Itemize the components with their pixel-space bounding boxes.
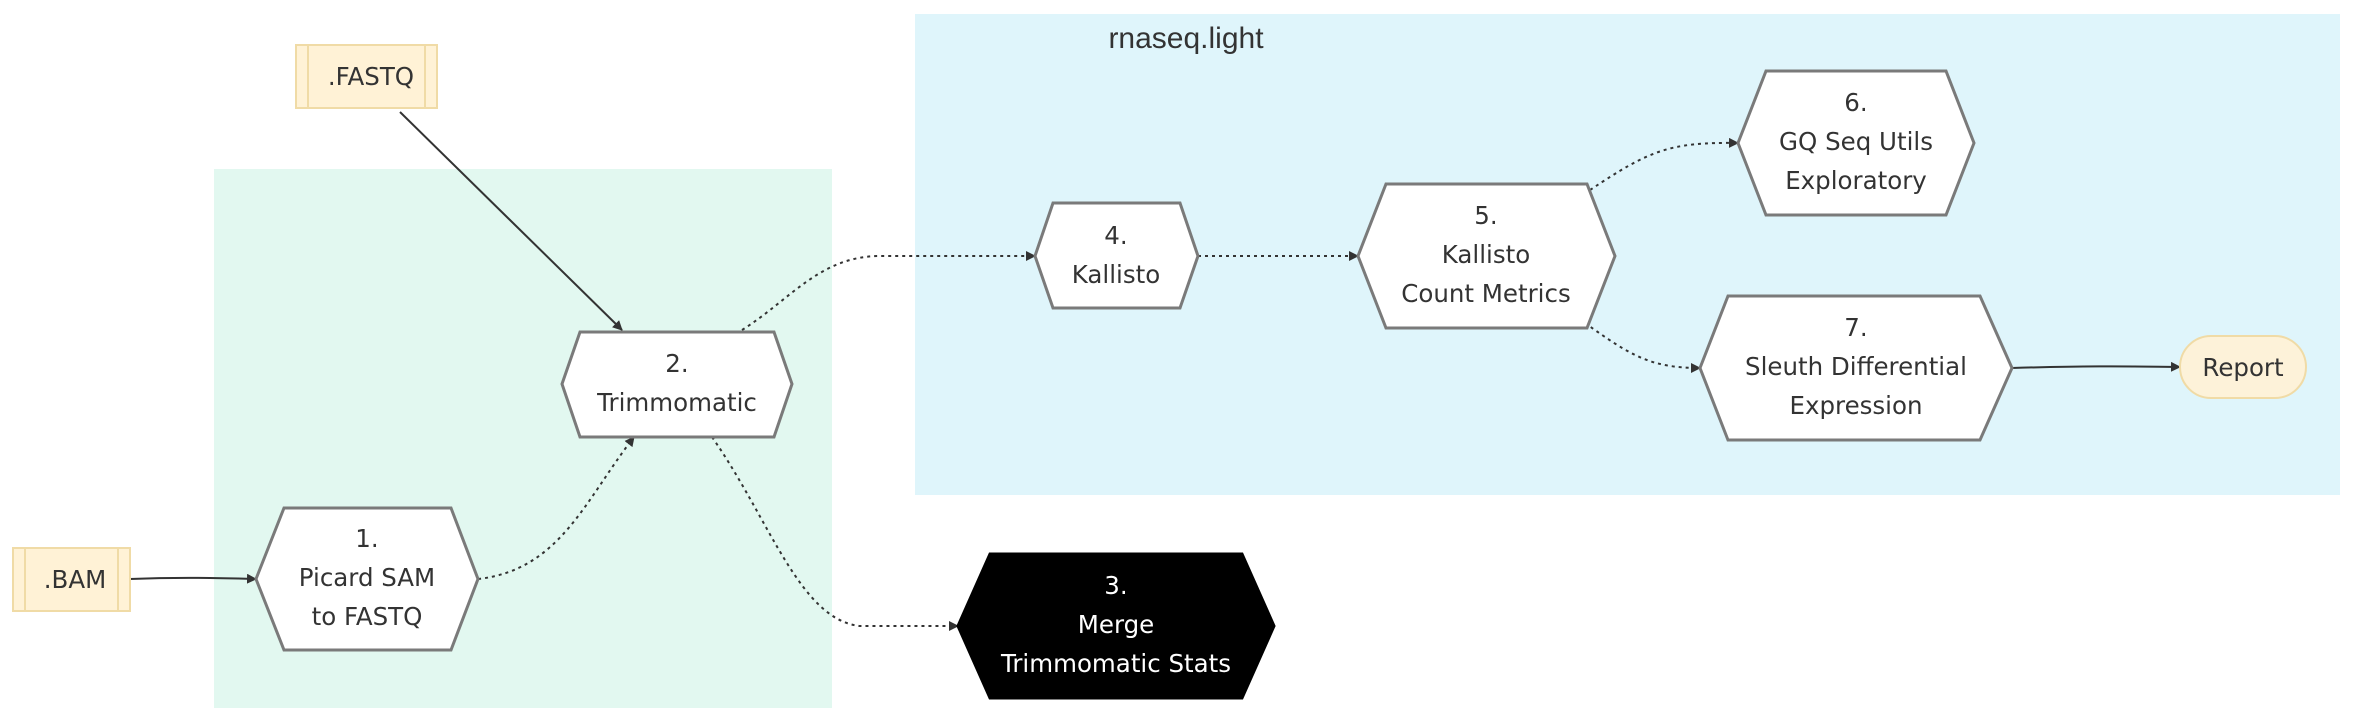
edge-count-metrics-to-sleuth (1584, 322, 1701, 373)
edge-fastq-to-trimmomatic (399, 111, 623, 331)
step-5-number: 5. (1474, 201, 1497, 230)
edge-sleuth-to-report (2011, 361, 2181, 372)
step-6-label-line-2: Exploratory (1785, 166, 1927, 195)
step-2-trimmomatic-node: 2. Trimmomatic (560, 330, 794, 439)
edge-bam-to-picard (129, 573, 257, 584)
step-1-number: 1. (355, 524, 378, 553)
step-6-gq-seq-utils-node: 6. GQ Seq Utils Exploratory (1736, 69, 1976, 217)
edge-count-metrics-to-gq-seq-utils (1589, 137, 1739, 191)
step-4-label: Kallisto (1072, 260, 1160, 289)
step-1-picard-node: 1. Picard SAM to FASTQ (254, 506, 480, 652)
fastq-input-node: .FASTQ (295, 44, 438, 109)
step-5-kallisto-count-metrics-node: 5. Kallisto Count Metrics (1356, 182, 1617, 330)
step-7-label-line-2: Expression (1790, 391, 1923, 420)
report-label: Report (2202, 353, 2284, 382)
step-2-label: Trimmomatic (596, 388, 757, 417)
step-7-label-line-1: Sleuth Differential (1745, 352, 1967, 381)
bam-input-node: .BAM (12, 547, 131, 612)
bam-input-label: .BAM (44, 565, 107, 594)
edge-trimmomatic-to-merge (711, 436, 959, 631)
step-3-label-line-2: Trimmomatic Stats (1000, 649, 1231, 678)
step-6-label-line-1: GQ Seq Utils (1779, 127, 1933, 156)
edge-trimmomatic-to-kallisto (741, 251, 1036, 331)
cluster-rnaseq-light-title: rnaseq.light (1108, 22, 1264, 55)
fastq-input-label: .FASTQ (328, 62, 414, 91)
step-6-number: 6. (1844, 88, 1867, 117)
step-4-kallisto-node: 4. Kallisto (1033, 201, 1200, 310)
step-2-number: 2. (665, 349, 688, 378)
step-4-number: 4. (1104, 221, 1127, 250)
step-1-label-line-1: Picard SAM (299, 563, 435, 592)
step-3-number: 3. (1104, 571, 1127, 600)
step-5-label-line-2: Count Metrics (1401, 279, 1570, 308)
step-3-merge-stats-node[interactable]: 3. Merge Trimmomatic Stats (956, 552, 1276, 700)
edge-picard-to-trimmomatic (477, 436, 635, 580)
step-5-label-line-1: Kallisto (1442, 240, 1530, 269)
step-1-label-line-2: to FASTQ (312, 602, 423, 631)
step-3-label-line-1: Merge (1078, 610, 1154, 639)
report-node: Report (2179, 335, 2307, 399)
step-7-sleuth-node: 7. Sleuth Differential Expression (1698, 294, 2014, 442)
step-7-number: 7. (1844, 313, 1867, 342)
